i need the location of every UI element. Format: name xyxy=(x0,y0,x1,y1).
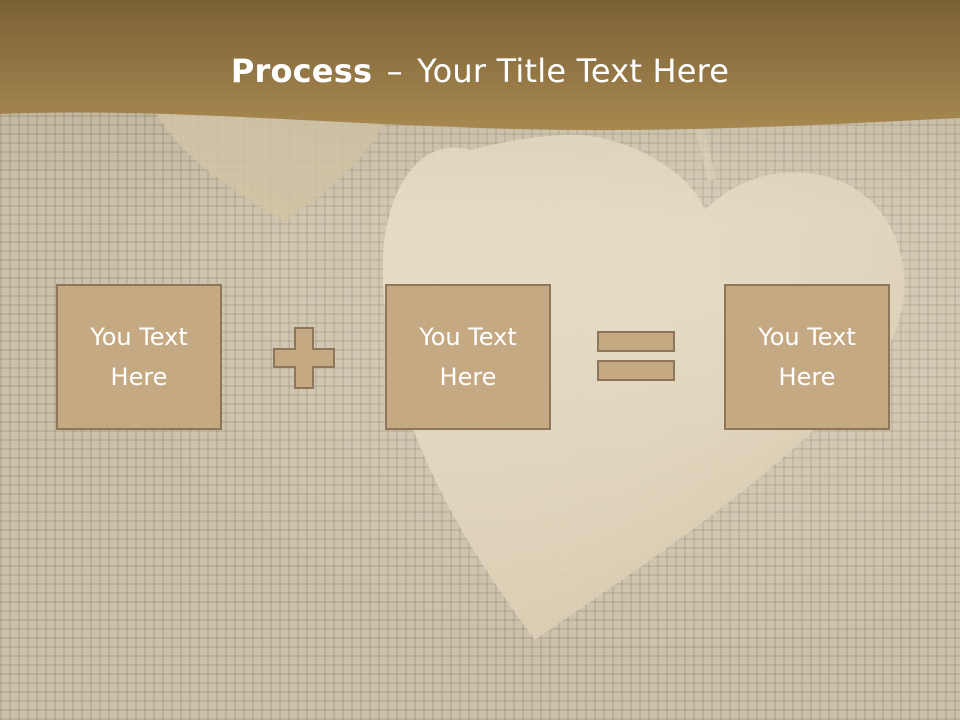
slide-title[interactable]: Process – Your Title Text Here xyxy=(0,52,960,90)
title-banner xyxy=(0,0,960,131)
title-separator: – xyxy=(386,52,403,90)
title-bold-text: Process xyxy=(230,52,373,90)
process-box-3[interactable]: You Text Here xyxy=(724,284,890,430)
process-box-2[interactable]: You Text Here xyxy=(385,284,551,430)
process-box-1-text: You Text Here xyxy=(90,323,188,391)
process-box-3-text: You Text Here xyxy=(758,323,856,391)
process-box-1[interactable]: You Text Here xyxy=(56,284,222,430)
equals-icon xyxy=(597,331,675,381)
process-box-2-text: You Text Here xyxy=(419,323,517,391)
plus-icon xyxy=(273,327,335,389)
title-text: Your Title Text Here xyxy=(417,52,730,90)
